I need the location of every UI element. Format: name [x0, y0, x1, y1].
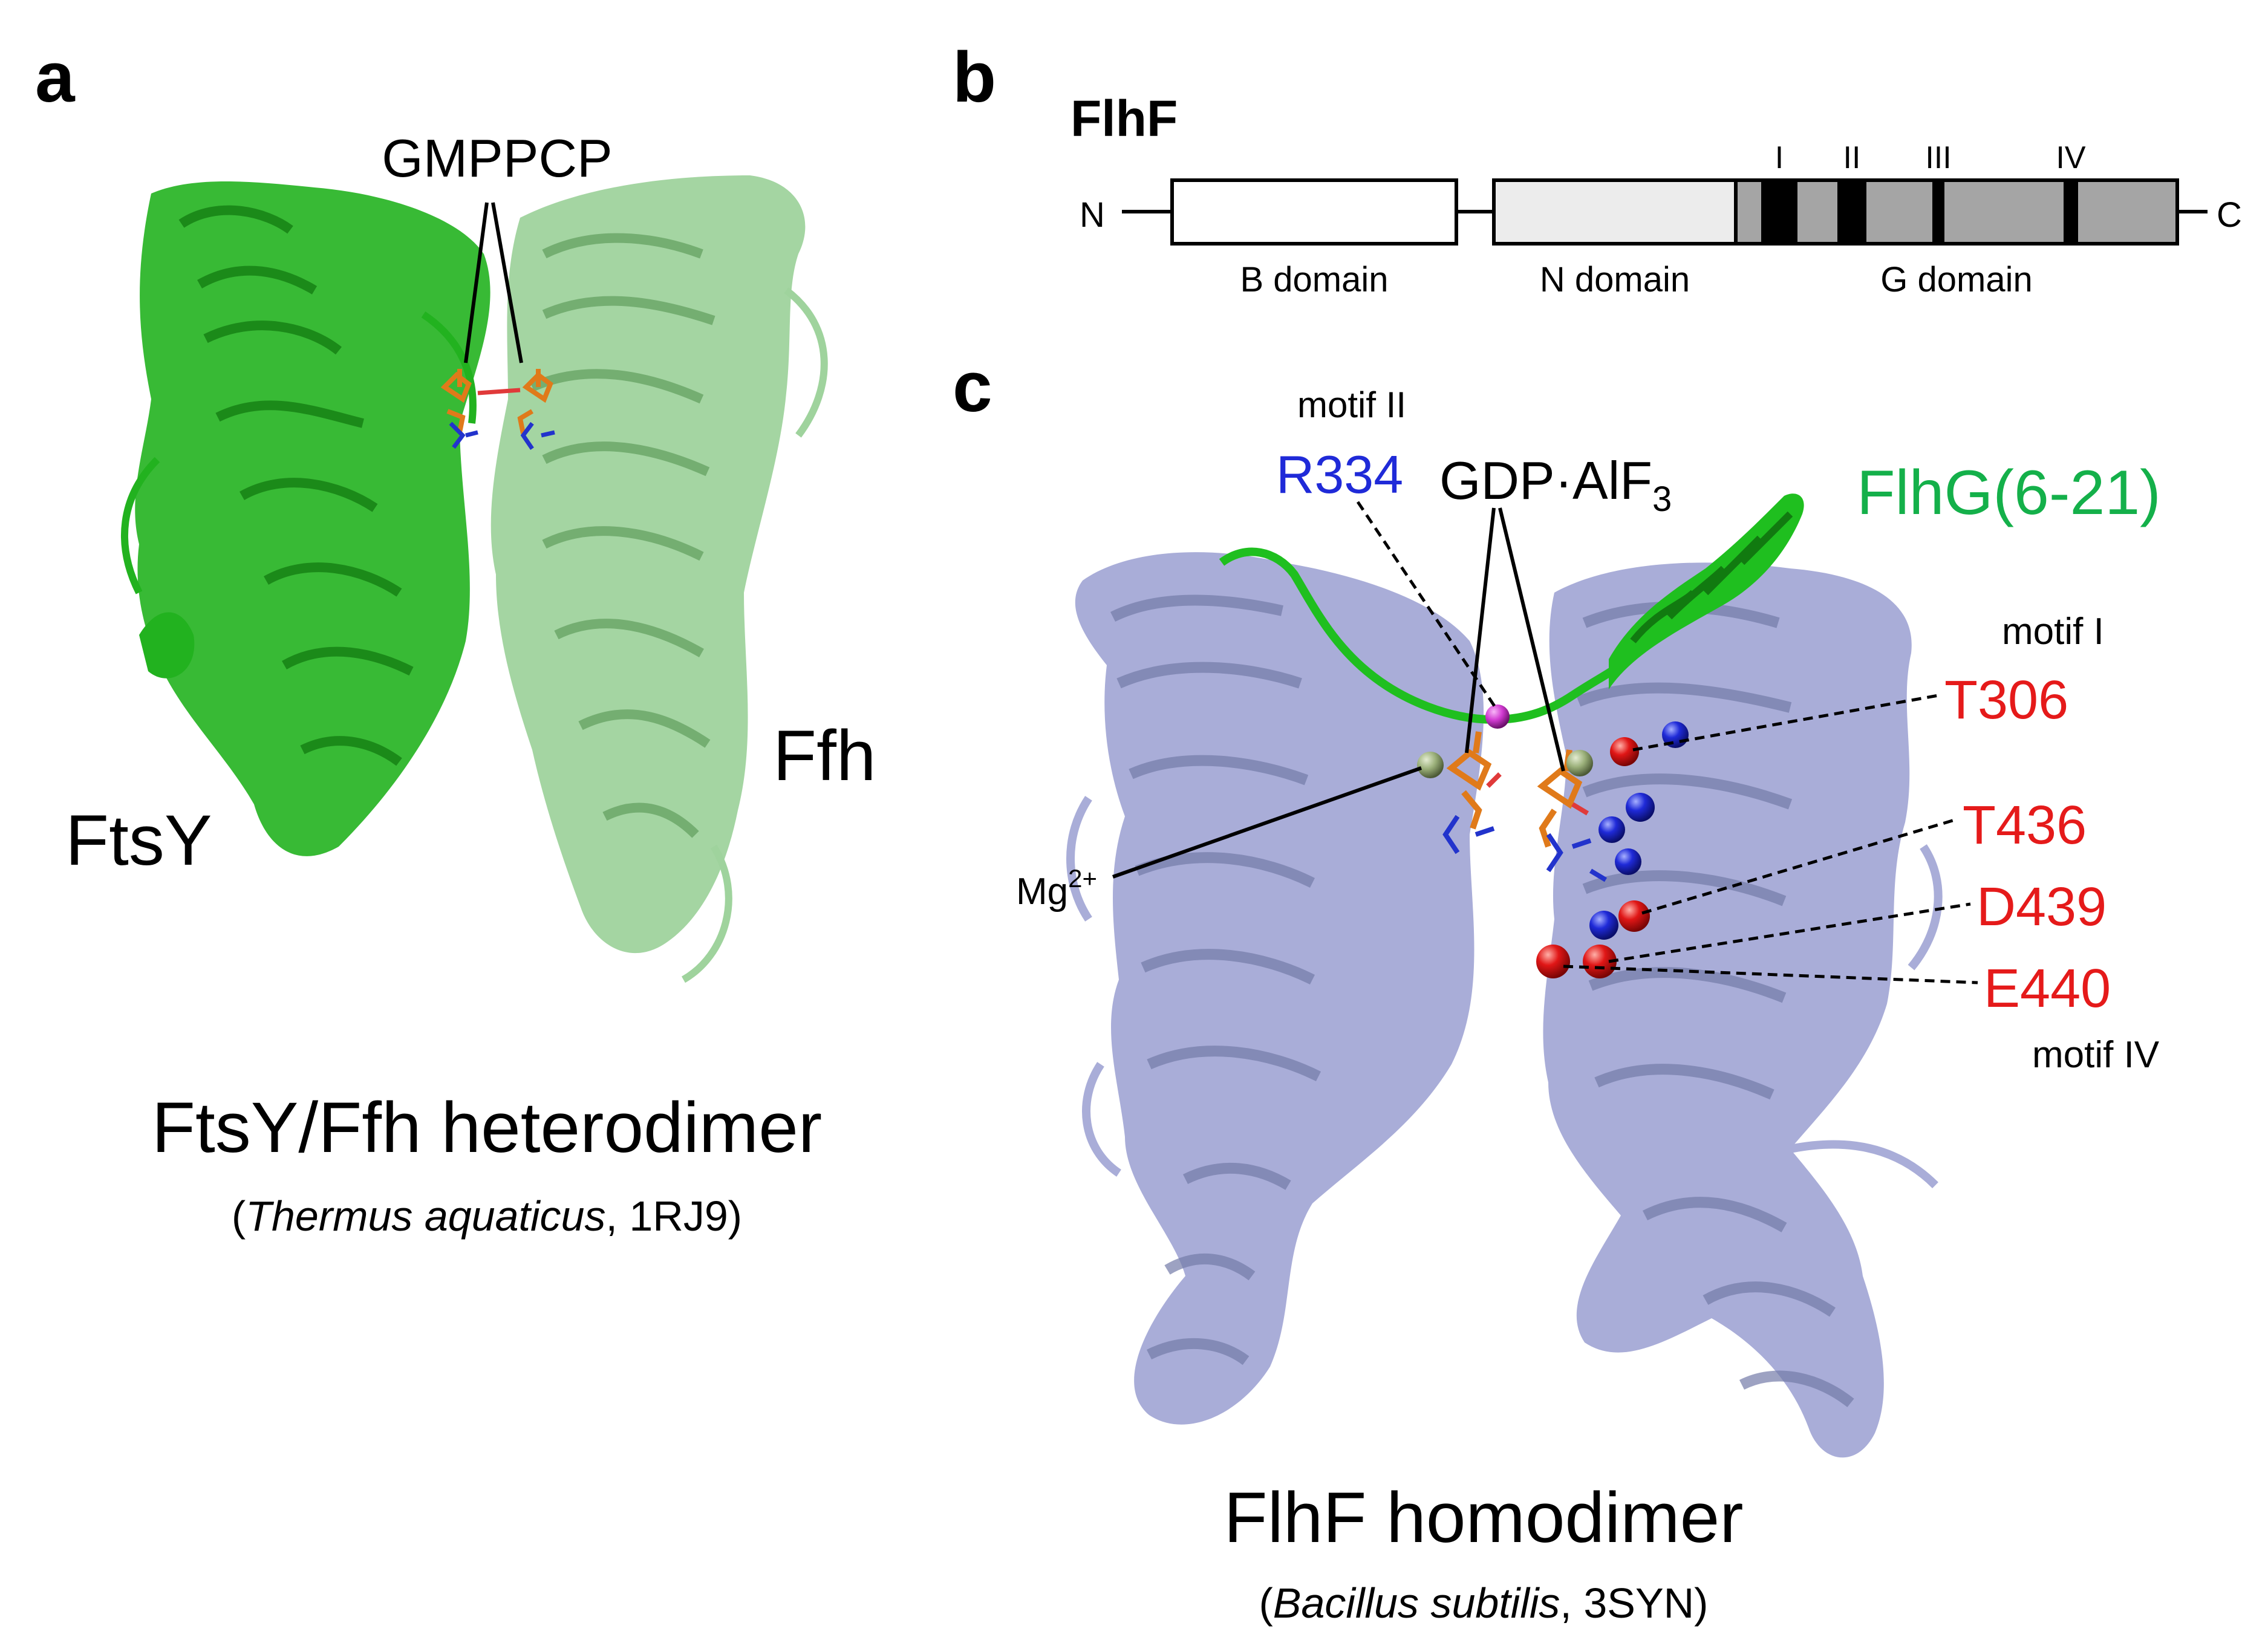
motif-ii-label-c: motif II [1297, 385, 1406, 425]
mg-sphere-right [1566, 750, 1593, 776]
mg-pointer [1112, 766, 1422, 879]
gdp-alf3-ligands [1442, 731, 1608, 882]
panel-a: a GMPPCP FtsY Ffh Ft [35, 37, 876, 1240]
n-domain-box [1492, 178, 1738, 246]
flhf-structure [1066, 552, 1943, 1458]
b-domain-box [1170, 178, 1458, 246]
ftsy-structure [121, 181, 490, 856]
motif-i-label-c: motif I [2002, 611, 2104, 652]
motif-iv-label: IV [2056, 140, 2085, 175]
motif-i-band [1761, 180, 1797, 244]
ffh-structure [490, 175, 828, 983]
mg-label: Mg2+ [1016, 864, 1097, 913]
panel-b: b FlhF N C I II III IV B domain N domain… [953, 37, 2242, 299]
c-terminus-label: C [2217, 195, 2242, 235]
panel-c: c [953, 347, 2161, 1627]
flhg-label: FlhG(6-21) [1857, 458, 2161, 528]
e440-label: E440 [1984, 958, 2111, 1019]
panel-letter-b: b [953, 37, 996, 117]
g-domain-label: G domain [1880, 260, 2032, 299]
r334-label: R334 [1276, 444, 1403, 504]
motif-iv-label-c: motif IV [2032, 1034, 2160, 1076]
gdp-alf3-pointer [1465, 507, 1565, 772]
motif-iii-label: III [1925, 140, 1951, 175]
ftsy-label: FtsY [65, 801, 212, 880]
b-domain-label: B domain [1240, 260, 1388, 299]
flhg-peptide [1219, 493, 1804, 724]
motif-i-label: I [1775, 140, 1784, 175]
residue-spheres [1536, 721, 1689, 978]
gmppcp-label: GMPPCP [382, 128, 612, 188]
gdp-alf3-label: GDP·AlF3 [1439, 451, 1672, 519]
panel-letter-c: c [953, 347, 992, 427]
motif-iv-band [2064, 180, 2078, 244]
d439-label: D439 [1976, 877, 2107, 937]
g-domain-box [1734, 178, 2179, 246]
mg-sphere-left [1417, 752, 1444, 778]
residue-pointers [1563, 694, 1978, 984]
motif-iii-band [1932, 180, 1944, 244]
panel-a-caption-title: FtsY/Ffh heterodimer [152, 1088, 822, 1168]
panel-letter-a: a [35, 37, 76, 117]
n-terminus-label: N [1080, 195, 1105, 235]
gmppcp-pointer [464, 202, 523, 363]
n-domain-label: N domain [1540, 260, 1690, 299]
flhf-name: FlhF [1070, 90, 1178, 147]
panel-a-caption-subtitle: (Thermus aquaticus, 1RJ9) [232, 1192, 742, 1240]
panel-c-caption-title: FlhF homodimer [1224, 1478, 1743, 1558]
gmppcp-ligands [440, 369, 555, 450]
r334-sphere [1485, 704, 1510, 729]
t306-label: T306 [1944, 670, 2068, 730]
t436-label: T436 [1963, 795, 2087, 856]
ffh-label: Ffh [773, 716, 876, 796]
motif-ii-label: II [1843, 140, 1861, 175]
motif-ii-band [1837, 180, 1866, 244]
panel-c-caption-subtitle: (Bacillus subtilis, 3SYN) [1259, 1580, 1708, 1627]
